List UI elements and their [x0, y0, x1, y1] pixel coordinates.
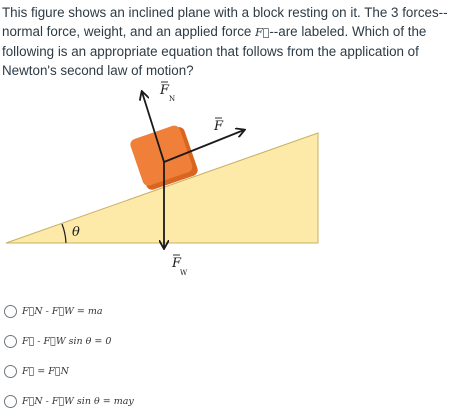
question-part-2: --are labeled. Which of the following is…: [2, 24, 427, 78]
answer-4-text: F⃗N - F⃗W sin θ = may: [22, 395, 134, 407]
weight-force-label: F: [171, 256, 182, 271]
answer-2-radio[interactable]: [4, 334, 17, 348]
answer-option-1[interactable]: F⃗N - F⃗W = ma: [4, 296, 304, 326]
answer-3-radio[interactable]: [4, 364, 17, 378]
normal-force-label: F: [159, 83, 170, 98]
answer-4-radio[interactable]: [4, 394, 17, 408]
angle-label: θ: [72, 225, 80, 240]
answer-2-text: F⃗ - F⃗W sin θ = 0: [22, 335, 112, 347]
weight-force-subscript: W: [180, 269, 188, 277]
applied-force-arrow: [163, 130, 244, 163]
applied-force-symbol: F⃗: [255, 26, 270, 39]
answer-option-4[interactable]: F⃗N - F⃗W sin θ = may: [4, 386, 304, 416]
answer-1-text: F⃗N - F⃗W = ma: [22, 305, 103, 317]
answer-1-radio[interactable]: [4, 304, 17, 318]
inclined-plane-figure: θ F N F F W: [5, 81, 319, 277]
answer-choices: F⃗N - F⃗W = ma F⃗ - F⃗W sin θ = 0 F⃗ = F…: [4, 296, 304, 416]
applied-force-label: F: [213, 119, 224, 134]
normal-force-arrow: [142, 92, 165, 163]
angle-arc: [61, 223, 67, 244]
answer-3-text: F⃗ = F⃗N: [22, 365, 69, 377]
question-text: This figure shows an inclined plane with…: [2, 3, 470, 80]
answer-option-3[interactable]: F⃗ = F⃗N: [4, 356, 304, 386]
normal-force-subscript: N: [169, 95, 175, 103]
question-part-1: This figure shows an inclined plane with…: [2, 5, 448, 39]
answer-option-2[interactable]: F⃗ - F⃗W sin θ = 0: [4, 326, 304, 356]
